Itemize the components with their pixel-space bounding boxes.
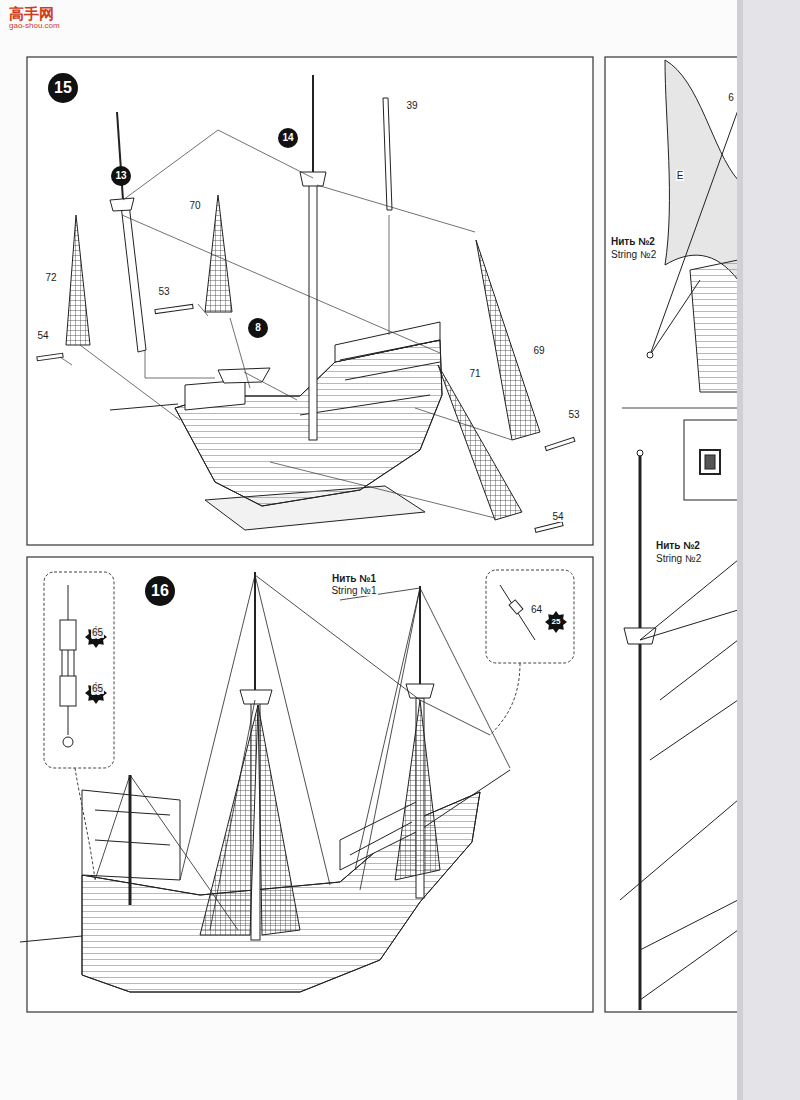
- part-number: 54: [36, 330, 49, 341]
- callout-number: 8: [248, 318, 268, 338]
- part-number: 64: [530, 604, 543, 615]
- glue-star: 25: [545, 611, 567, 633]
- step-number-text: 15: [54, 80, 72, 96]
- part-number: 69: [532, 345, 545, 356]
- callout-number-text: 14: [282, 133, 293, 143]
- step-number-text: 16: [151, 583, 169, 599]
- part-number: 6: [727, 92, 735, 103]
- part-number: 53: [157, 286, 170, 297]
- watermark: 高手网: [8, 6, 55, 23]
- callout-number: 13: [111, 166, 131, 186]
- part-number: 39: [405, 100, 418, 111]
- watermark: gao-shou.com: [8, 22, 61, 31]
- string-note: String №2: [655, 553, 702, 564]
- string-note: Нить №2: [610, 236, 656, 247]
- part-number: 70: [188, 200, 201, 211]
- callout-number: 14: [278, 128, 298, 148]
- string-note: String №1: [330, 585, 377, 596]
- part-number: E: [676, 170, 685, 181]
- callout-number-text: 8: [255, 323, 261, 333]
- step-number: 16: [145, 576, 175, 606]
- part-number: 71: [468, 368, 481, 379]
- string-note: Нить №1: [331, 573, 377, 584]
- step-number: 15: [48, 73, 78, 103]
- part-number: 54: [551, 511, 564, 522]
- callout-number-text: 13: [115, 171, 126, 181]
- part-number: 53: [567, 409, 580, 420]
- part-number: 65: [91, 627, 104, 638]
- string-note: Нить №2: [655, 540, 701, 551]
- part-number: 72: [44, 272, 57, 283]
- part-number: 65: [91, 683, 104, 694]
- string-note: String №2: [610, 249, 657, 260]
- glue-star-text: 25: [552, 618, 561, 626]
